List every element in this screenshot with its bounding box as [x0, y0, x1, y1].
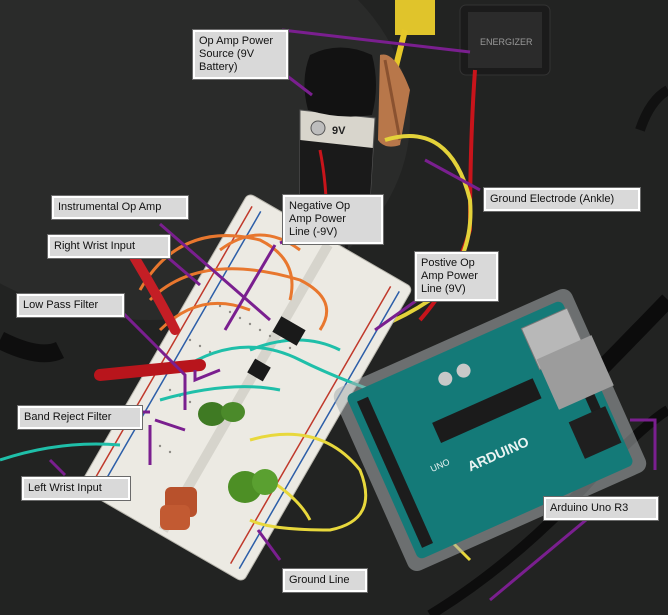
red-probe — [94, 359, 206, 381]
svg-text:ENERGIZER: ENERGIZER — [480, 37, 533, 47]
label-positive-power-line: Postive Op Amp Power Line (9V) — [415, 252, 498, 301]
op-amp-9v-battery: 9V — [299, 47, 376, 201]
label-right-wrist-input: Right Wrist Input — [48, 235, 170, 258]
label-arduino: Arduino Uno R3 — [544, 497, 658, 520]
alligator-clip-copper — [378, 54, 410, 147]
op-amp-chips — [247, 316, 306, 382]
label-negative-power-line: Negative Op Amp Power Line (-9V) — [283, 195, 383, 244]
label-instrumental-op-amp: Instrumental Op Amp — [52, 196, 188, 219]
usb-port — [536, 335, 614, 410]
yellow-ground-wire — [369, 134, 473, 332]
alligator-clip-left — [0, 331, 65, 363]
label-ground-line: Ground Line — [283, 569, 367, 592]
label-low-pass-filter: Low Pass Filter — [17, 294, 124, 317]
label-ground-electrode: Ground Electrode (Ankle) — [484, 188, 640, 211]
capacitors — [160, 402, 278, 530]
nine-volt-battery-top: ENERGIZER — [459, 4, 551, 76]
label-left-wrist-input: Left Wrist Input — [22, 477, 130, 500]
battery-label-text: 9V — [332, 125, 346, 137]
label-op-amp-power-source: Op Amp Power Source (9V Battery) — [193, 30, 288, 79]
yellow-battery — [395, 0, 435, 35]
label-band-reject-filter: Band Reject Filter — [18, 406, 142, 429]
